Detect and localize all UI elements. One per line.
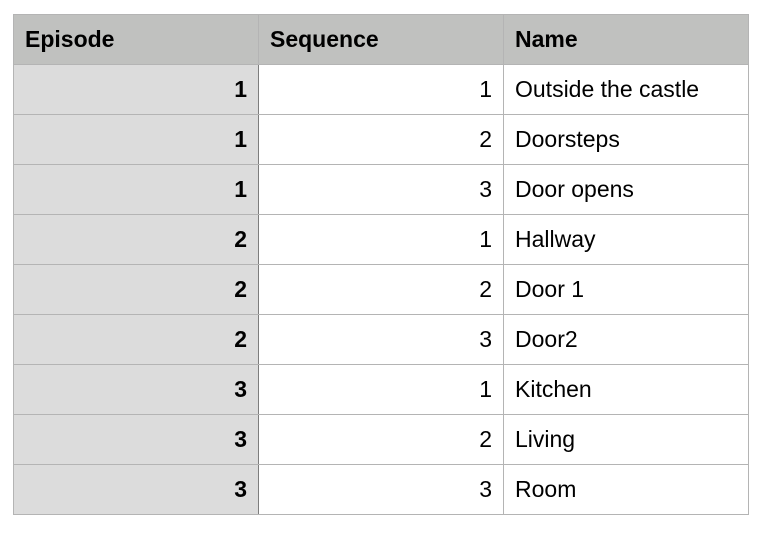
header-cell-episode[interactable]: Episode bbox=[13, 14, 259, 65]
cell-sequence[interactable]: 1 bbox=[258, 364, 504, 415]
cell-episode[interactable]: 1 bbox=[13, 114, 259, 165]
table-row: 2 3 Door2 bbox=[13, 314, 749, 365]
cell-episode[interactable]: 3 bbox=[13, 414, 259, 465]
header-cell-name[interactable]: Name bbox=[503, 14, 749, 65]
table-body: 1 1 Outside the castle 1 2 Doorsteps 1 3… bbox=[13, 64, 749, 515]
cell-name[interactable]: Doorsteps bbox=[503, 114, 749, 165]
cell-episode[interactable]: 2 bbox=[13, 264, 259, 315]
episodes-table: Episode Sequence Name 1 1 Outside the ca… bbox=[13, 14, 749, 515]
cell-sequence[interactable]: 3 bbox=[258, 464, 504, 515]
cell-name[interactable]: Kitchen bbox=[503, 364, 749, 415]
table-row: 3 2 Living bbox=[13, 414, 749, 465]
cell-episode[interactable]: 2 bbox=[13, 314, 259, 365]
cell-sequence[interactable]: 2 bbox=[258, 114, 504, 165]
table-row: 1 1 Outside the castle bbox=[13, 64, 749, 115]
cell-name[interactable]: Living bbox=[503, 414, 749, 465]
table-header: Episode Sequence Name bbox=[13, 14, 749, 65]
cell-episode[interactable]: 1 bbox=[13, 164, 259, 215]
cell-episode[interactable]: 3 bbox=[13, 464, 259, 515]
cell-episode[interactable]: 1 bbox=[13, 64, 259, 115]
cell-sequence[interactable]: 1 bbox=[258, 64, 504, 115]
table-row: 1 2 Doorsteps bbox=[13, 114, 749, 165]
cell-sequence[interactable]: 2 bbox=[258, 414, 504, 465]
cell-name[interactable]: Door opens bbox=[503, 164, 749, 215]
cell-sequence[interactable]: 1 bbox=[258, 214, 504, 265]
cell-sequence[interactable]: 2 bbox=[258, 264, 504, 315]
cell-name[interactable]: Hallway bbox=[503, 214, 749, 265]
header-cell-sequence[interactable]: Sequence bbox=[258, 14, 504, 65]
cell-name[interactable]: Door 1 bbox=[503, 264, 749, 315]
header-row: Episode Sequence Name bbox=[13, 14, 749, 65]
cell-name[interactable]: Door2 bbox=[503, 314, 749, 365]
table-row: 3 3 Room bbox=[13, 464, 749, 515]
table-row: 2 1 Hallway bbox=[13, 214, 749, 265]
cell-name[interactable]: Room bbox=[503, 464, 749, 515]
table-row: 1 3 Door opens bbox=[13, 164, 749, 215]
cell-sequence[interactable]: 3 bbox=[258, 314, 504, 365]
cell-name[interactable]: Outside the castle bbox=[503, 64, 749, 115]
cell-episode[interactable]: 2 bbox=[13, 214, 259, 265]
table-row: 3 1 Kitchen bbox=[13, 364, 749, 415]
cell-sequence[interactable]: 3 bbox=[258, 164, 504, 215]
table-row: 2 2 Door 1 bbox=[13, 264, 749, 315]
cell-episode[interactable]: 3 bbox=[13, 364, 259, 415]
